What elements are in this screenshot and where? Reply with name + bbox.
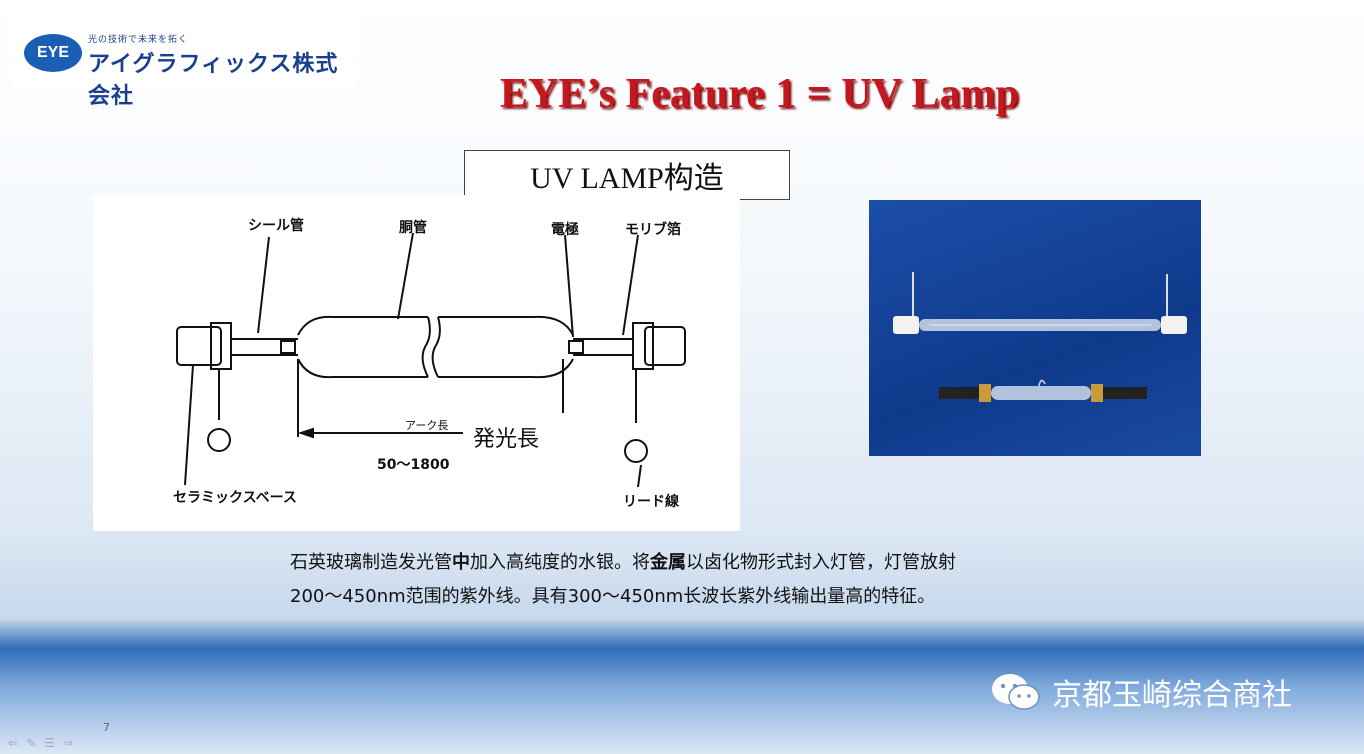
wechat-icon: [992, 674, 1040, 710]
lamp-drawing: [176, 232, 686, 488]
left-base-flange: [210, 322, 232, 370]
desc-text-1c: 加入高纯度的水银。将: [470, 552, 650, 573]
slide-title: EYE’s Feature 1 = UV Lamp: [500, 71, 1019, 117]
logo-company-name: アイグラフィックス株式会社: [88, 51, 339, 108]
brand-watermark: 京都玉崎综合商社: [988, 670, 1292, 714]
page-number: 7: [103, 721, 110, 734]
uv-lamp-structure-diagram: シール管 胴管 電極 モリブ箔 アーク長 発光長 50～1800 セラミックスベ…: [93, 195, 740, 531]
label-arc-length: アーク長: [405, 419, 449, 432]
label-ceramic-base: セラミックスベース: [173, 490, 297, 506]
eye-logo-emblem: EYE: [24, 34, 82, 72]
label-moly-foil: モリブ箔: [625, 222, 681, 238]
right-ceramic-cap: [644, 326, 686, 366]
label-emission-length: 発光長: [473, 427, 540, 452]
desc-text-1a: 石英玻璃制造发光管: [290, 552, 452, 573]
pen-icon[interactable]: ✎: [26, 736, 45, 750]
label-range: 50～1800: [377, 457, 450, 473]
logo-tagline: 光の技術で未来を拓く: [88, 35, 189, 45]
prev-icon[interactable]: ⇐: [8, 736, 27, 750]
body-tube-right: [438, 315, 574, 379]
label-seal-tube: シール管: [248, 218, 304, 234]
body-tube-left: [297, 315, 428, 379]
menu-icon[interactable]: ☰: [44, 736, 63, 750]
label-electrode: 電極: [551, 222, 579, 238]
slide-subtitle: UV LAMP构造: [464, 150, 790, 200]
label-lead-wire: リード線: [623, 494, 679, 510]
slide-nav-toolbar: ⇐✎☰⇒: [8, 736, 81, 750]
description-line-1: 石英玻璃制造发光管中加入高纯度的水银。将金属以卤化物形式封入灯管，灯管放射: [290, 548, 956, 574]
next-icon[interactable]: ⇒: [62, 736, 81, 750]
description-line-2: 200～450nm范围的紫外线。具有300～450nm长波长紫外线输出量高的特征…: [290, 586, 936, 607]
left-ceramic-cap: [176, 326, 222, 366]
desc-text-1e: 以卤化物形式封入灯管，灯管放射: [686, 552, 956, 573]
desc-text-1d: 金属: [650, 552, 686, 573]
desc-text-1b: 中: [452, 552, 470, 573]
lamp-photo-drawing: [893, 272, 1187, 402]
company-logo: EYE 光の技術で未来を拓く アイグラフィックス株式会社: [12, 6, 356, 108]
label-body-tube: 胴管: [399, 220, 427, 236]
uv-lamp-photo: [869, 200, 1201, 456]
right-base-flange: [632, 322, 654, 370]
brand-name: 京都玉崎综合商社: [1052, 678, 1292, 713]
